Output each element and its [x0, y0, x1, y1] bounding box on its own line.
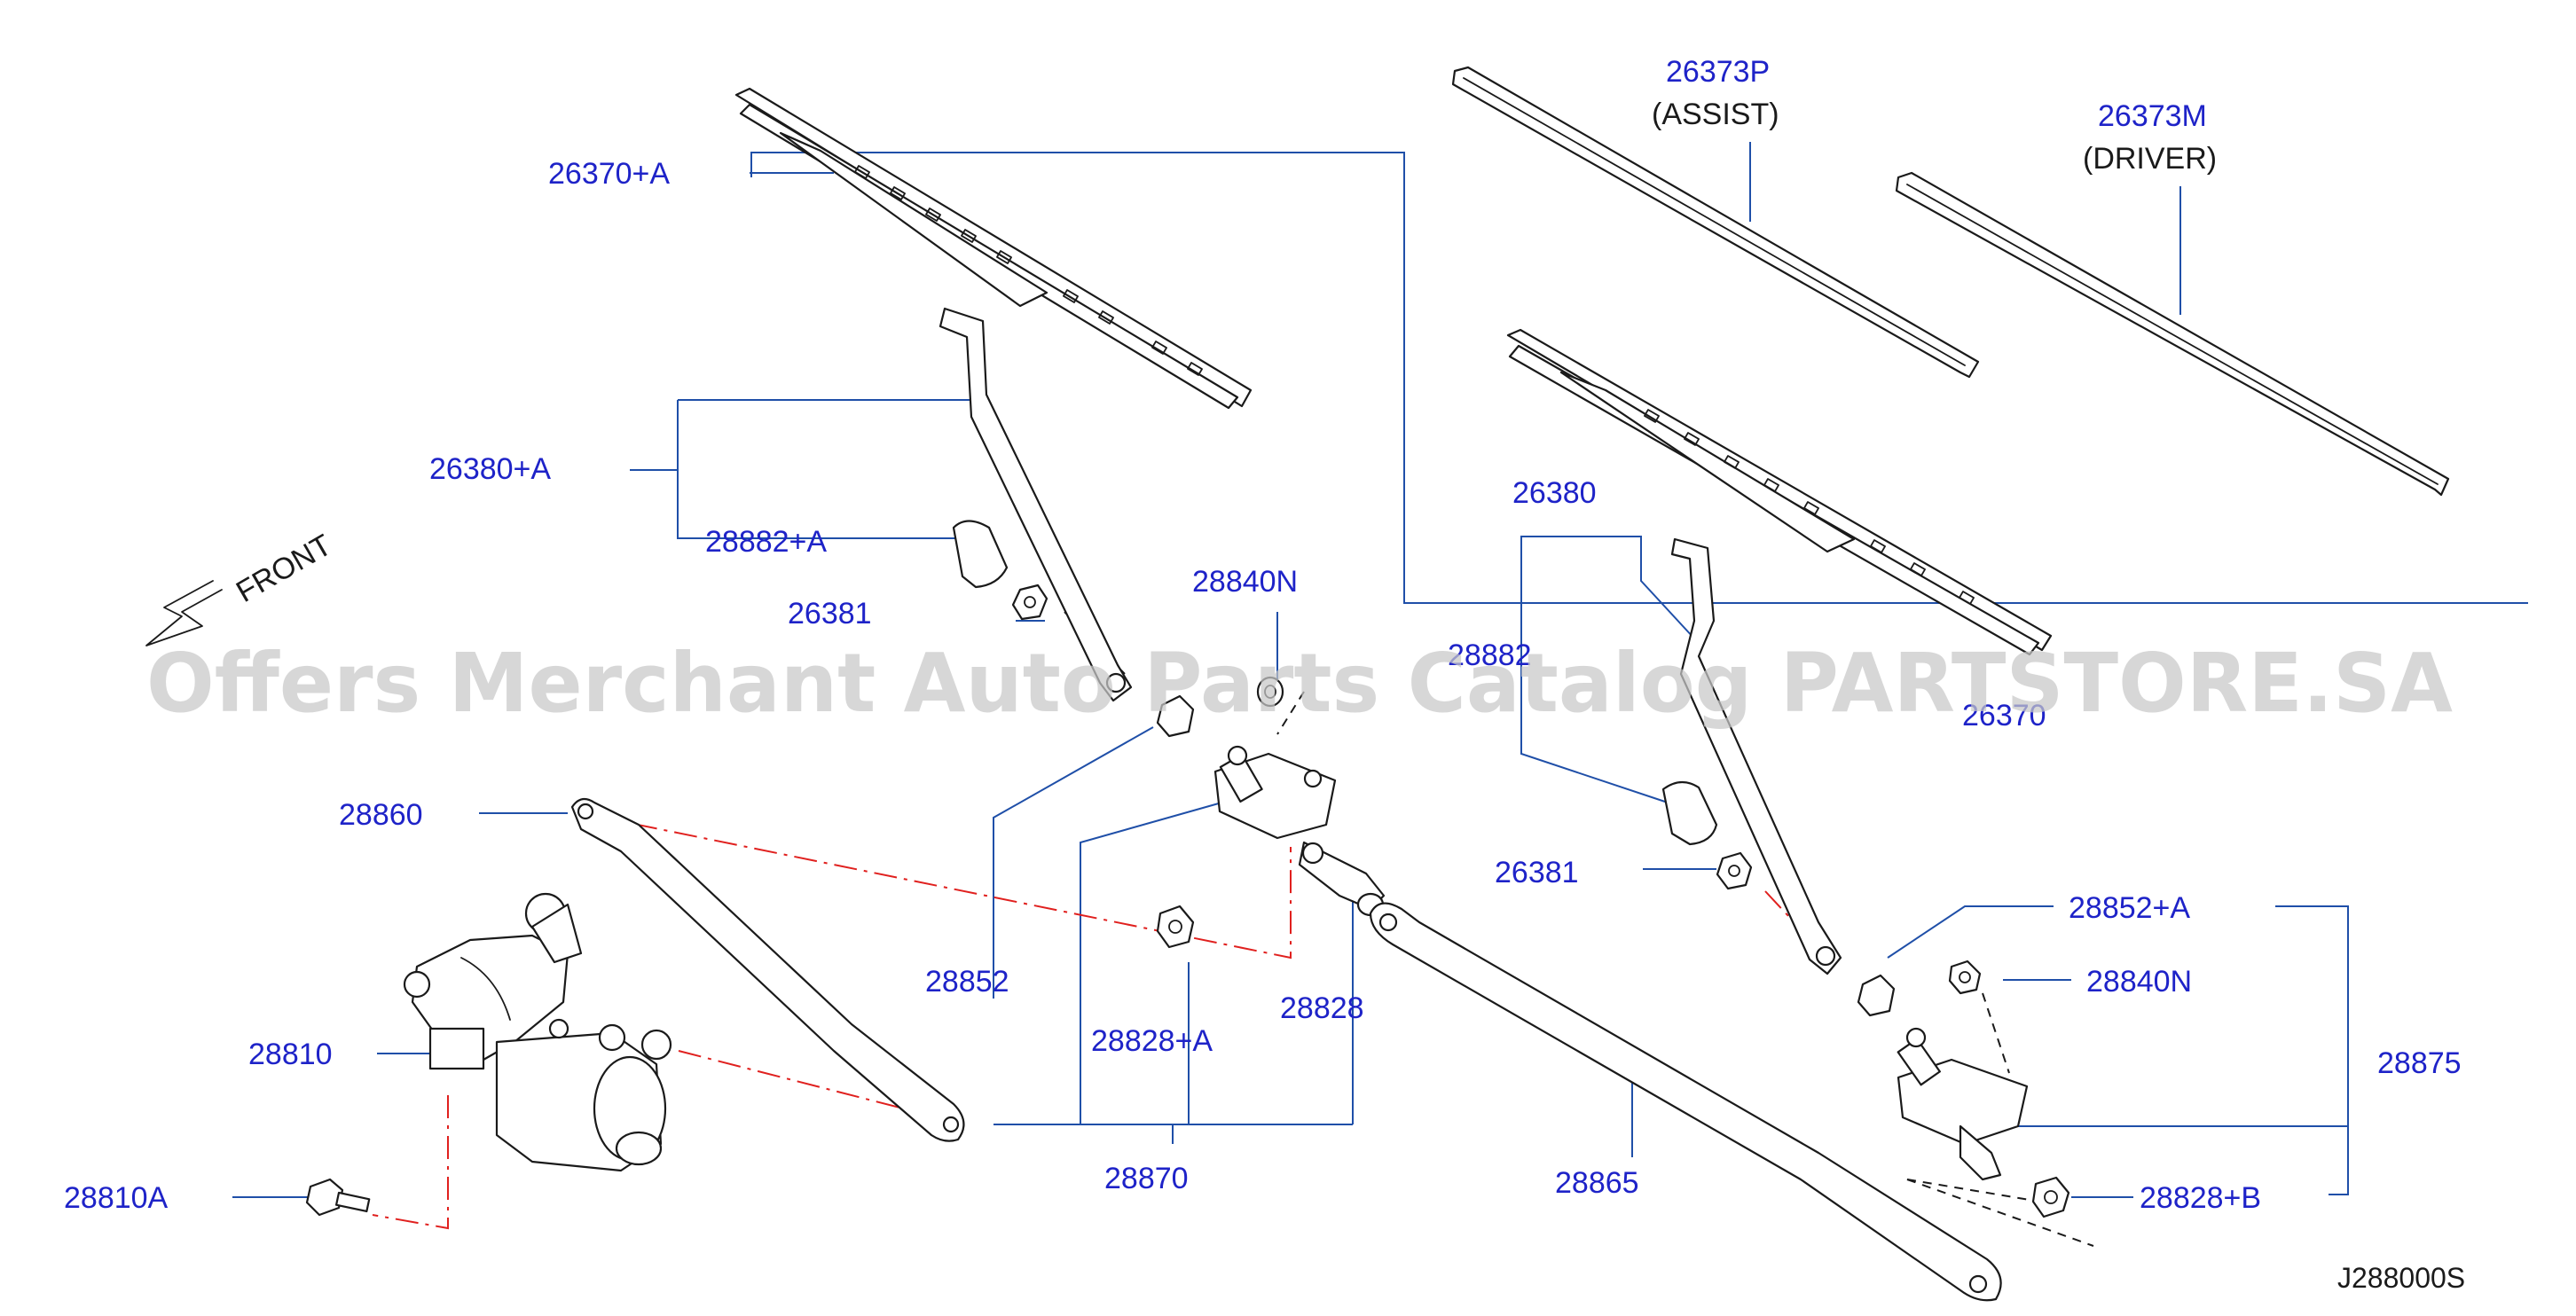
- left-link-rod: [570, 797, 965, 1142]
- label-28840N-top: 28840N: [1192, 565, 1298, 599]
- right-arm-cap: [1661, 780, 1718, 846]
- label-28882-partial: 28882: [1448, 638, 1532, 672]
- left-wiper-arm: [939, 307, 1133, 702]
- label-28828B: 28828+B: [2140, 1181, 2261, 1215]
- label-28852A: 28852+A: [2069, 891, 2190, 925]
- label-28852-left: 28852: [925, 965, 1009, 999]
- label-26381-right: 26381: [1495, 856, 1579, 889]
- label-28828A: 28828+A: [1091, 1024, 1213, 1058]
- label-26370: 26370: [1962, 699, 2046, 732]
- label-26380A: 26380+A: [429, 452, 551, 486]
- label-driver: (DRIVER): [2083, 142, 2217, 176]
- part-labels: 26370+A 26380+A 28882+A 26381 28840N 288…: [64, 55, 2462, 1215]
- front-direction-arrow: FRONT: [145, 528, 337, 646]
- rubber-refill-driver: [1895, 171, 2450, 497]
- right-pivot-assembly: [1857, 974, 2029, 1181]
- right-arm-nut: [1716, 851, 1753, 890]
- label-28828: 28828: [1280, 991, 1364, 1025]
- label-28810A: 28810A: [64, 1181, 169, 1215]
- label-28875: 28875: [2377, 1046, 2462, 1080]
- watermark-text: Offers Merchant Auto Parts Catalog PARTS…: [146, 636, 2453, 731]
- link-nut-right: [2031, 1176, 2070, 1218]
- wiper-motor: [403, 892, 672, 1172]
- right-wiper-arm: [1670, 537, 1842, 975]
- label-28870: 28870: [1104, 1162, 1189, 1195]
- leader-lines: [232, 142, 2528, 1198]
- label-26373M: 26373M: [2098, 99, 2207, 133]
- rubber-refill-assist: [1451, 66, 1980, 379]
- pivot-cap-top: [1256, 676, 1284, 708]
- right-wiper-blade: [1506, 328, 2053, 656]
- main-link-rod: [1369, 902, 2002, 1302]
- left-wiper-blade: [734, 87, 1253, 410]
- label-28860: 28860: [339, 798, 423, 832]
- label-26381-left: 26381: [788, 597, 872, 631]
- label-28840N-right: 28840N: [2086, 965, 2192, 999]
- link-nut-left: [1156, 905, 1195, 949]
- front-label: FRONT: [231, 528, 337, 608]
- pivot-cap-right: [1948, 960, 1982, 995]
- label-26380: 26380: [1512, 476, 1597, 510]
- label-26370A: 26370+A: [548, 157, 670, 191]
- left-arm-nut: [1011, 584, 1048, 621]
- diagram-code: J288000S: [2337, 1262, 2465, 1294]
- label-assist: (ASSIST): [1652, 98, 1779, 131]
- label-28810: 28810: [248, 1038, 333, 1071]
- label-26373P: 26373P: [1666, 55, 1770, 89]
- left-arm-cap: [952, 520, 1009, 589]
- label-28882A: 28882+A: [705, 525, 827, 559]
- label-28865: 28865: [1555, 1166, 1639, 1200]
- motor-mount-bolt: [305, 1178, 371, 1217]
